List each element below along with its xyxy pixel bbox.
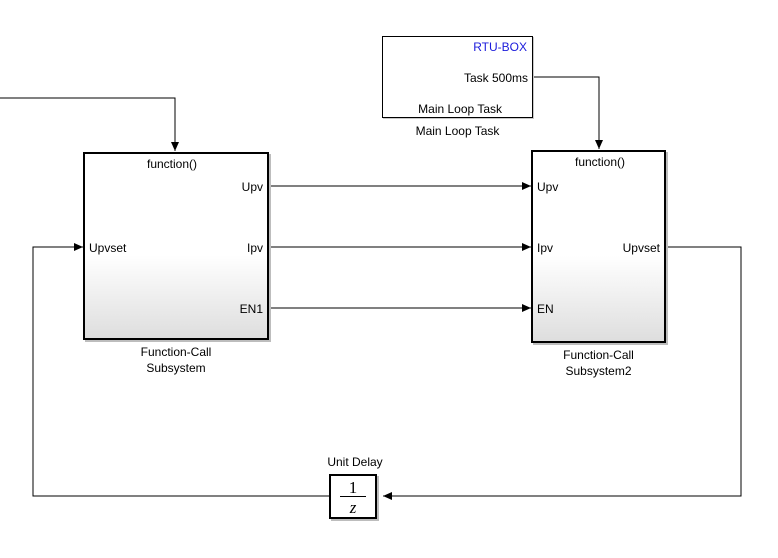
subsystem2-caption-line1: Function-Call [563, 348, 634, 362]
subsystem2-caption-line2: Subsystem2 [565, 364, 632, 378]
subsystem1-input-upvset: Upvset [89, 241, 127, 255]
unit-delay-caption: Unit Delay [327, 455, 383, 469]
subsystem1-output-ipv: Ipv [246, 241, 263, 255]
rtu-box-caption: Main Loop Task [415, 124, 500, 138]
unit-delay-numerator: 1 [348, 478, 358, 497]
subsystem2-trigger-label: function() [575, 155, 626, 169]
unit-delay-fraction-bar [340, 496, 366, 497]
rtu-box-block[interactable]: RTU-BOX Task 500ms Main Loop Task [382, 36, 533, 118]
wire-delay-to-upvset[interactable] [32, 243, 329, 497]
subsystem1-output-en1: EN1 [239, 302, 263, 316]
subsystem1-caption: Function-Call Subsystem [83, 344, 269, 376]
subsystem2-input-upv: Upv [537, 180, 559, 194]
trigger-wire-task500ms[interactable] [533, 76, 603, 149]
subsystem2-output-upvset: Upvset [622, 241, 660, 255]
task-500ms-port-label: Task 500ms [463, 71, 528, 85]
trigger-wire-subsystem1[interactable] [0, 97, 179, 151]
unit-delay-block[interactable]: 1 z [329, 474, 377, 519]
subsystem1-output-upv: Upv [241, 180, 263, 194]
rtu-box-inner-label: Main Loop Task [418, 102, 502, 116]
subsystem2-input-en: EN [537, 302, 554, 316]
subsystem1-caption-line2: Subsystem [146, 361, 206, 375]
wire-upvset-to-delay[interactable] [383, 246, 742, 500]
function-call-subsystem2-block[interactable]: function() Upv Ipv EN Upvset [531, 150, 666, 343]
unit-delay-denominator: z [349, 498, 357, 517]
subsystem1-caption-line1: Function-Call [140, 345, 212, 359]
function-call-subsystem-block[interactable]: function() Upvset Upv Ipv EN1 [83, 152, 269, 340]
subsystem2-input-ipv: Ipv [537, 241, 554, 255]
subsystem2-caption: Function-Call Subsystem2 [531, 347, 666, 379]
rtu-box-title: RTU-BOX [473, 40, 527, 54]
subsystem1-trigger-label: function() [147, 157, 198, 171]
